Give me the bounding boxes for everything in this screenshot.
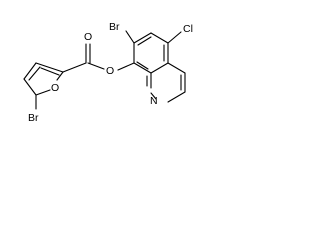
- pyridine-ring: [146, 62, 186, 103]
- furan-ring: [23, 62, 64, 110]
- atom-br-top: Br: [109, 21, 120, 33]
- atom-o-furan: O: [51, 82, 59, 94]
- atom-o-carbonyl: O: [84, 31, 92, 43]
- atom-n-quinoline: N: [150, 95, 158, 107]
- atom-br-bottom: Br: [28, 112, 39, 124]
- ester-group: [62, 43, 135, 73]
- atom-o-ester: O: [106, 65, 114, 77]
- benzo-ring: [125, 30, 182, 74]
- atom-cl: Cl: [183, 23, 193, 35]
- chemical-structure: Br Cl O O O Br N: [23, 21, 193, 124]
